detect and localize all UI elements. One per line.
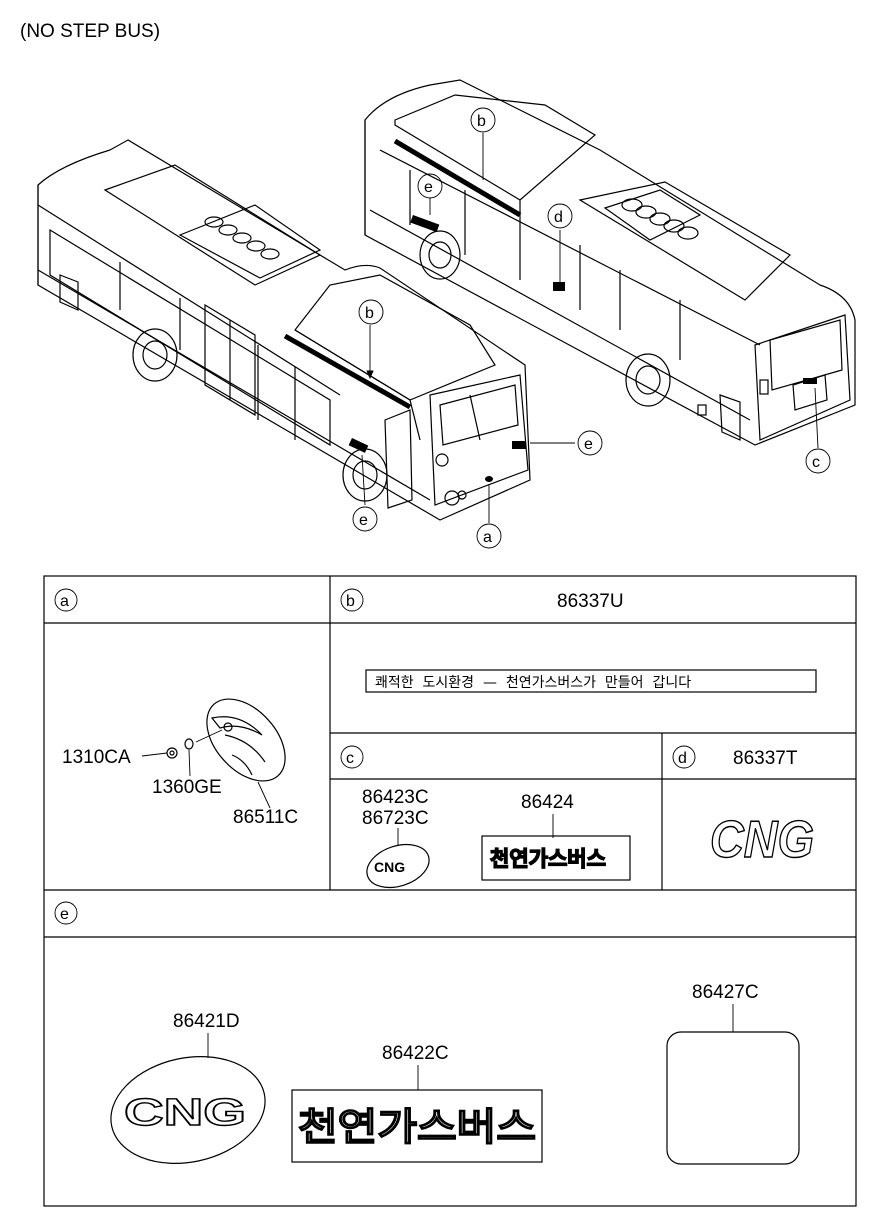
part-86337U-label: 86337U	[557, 591, 624, 612]
callout-e-bus-front-side: e	[352, 506, 378, 532]
svg-text:d: d	[678, 750, 687, 767]
part-86511C-label: 86511C	[233, 807, 298, 828]
svg-text:e: e	[60, 906, 69, 923]
callout-d-bus-rear: d	[547, 203, 573, 229]
part-86723C-label: 86723C	[362, 808, 429, 829]
section-b-key: b	[340, 588, 364, 612]
cng-emblem-large-text: CNG	[124, 1092, 246, 1134]
section-a-key: a	[54, 588, 78, 612]
cng-emblem-small-text: CNG	[374, 859, 405, 875]
svg-text:b: b	[477, 113, 486, 130]
diagram-title: (NO STEP BUS)	[20, 21, 160, 42]
section-d-key: d	[672, 745, 696, 769]
bus-rear-stripe	[393, 138, 522, 218]
washer-1360GE	[184, 738, 194, 750]
bus-rear-cng-decal	[553, 282, 565, 291]
part-1310CA-label: 1310CA	[62, 747, 131, 768]
bus-front-emblem	[485, 476, 493, 482]
callout-b-bus-front: b	[358, 299, 384, 325]
svg-text:e: e	[359, 512, 368, 529]
section-e-leaders	[207, 1004, 734, 1090]
cng-sticker-small-text: 천연가스버스	[490, 847, 606, 871]
cng-emblem-small	[366, 843, 430, 889]
svg-text:c: c	[812, 454, 820, 471]
cng-lettering: CNG	[710, 811, 814, 869]
section-a-leaders	[141, 729, 271, 809]
nut-1310CA	[166, 747, 178, 759]
callout-b-bus-rear: b	[470, 107, 496, 133]
bus-front-stripe	[283, 333, 412, 410]
slogan-sticker	[365, 669, 817, 693]
cng-sticker-small	[481, 835, 631, 881]
part-86421D-label: 86421D	[173, 1011, 240, 1032]
svg-text:d: d	[554, 209, 563, 226]
bus-front-side-decal	[348, 438, 369, 453]
blank-decal-86427C	[666, 1031, 800, 1165]
svg-text:b: b	[365, 305, 374, 322]
callout-a-bus-front: a	[476, 523, 502, 549]
svg-text:b: b	[346, 593, 355, 610]
part-86423C-label: 86423C	[362, 787, 429, 808]
slogan-sticker-text: 쾌적한 도시환경 — 천연가스버스가 만들어 갑니다	[375, 675, 691, 691]
part-86422C-label: 86422C	[382, 1043, 449, 1064]
bus-front-illustration	[37, 139, 531, 521]
svg-text:a: a	[60, 593, 69, 610]
svg-text:a: a	[483, 529, 492, 546]
bus-rear-leaders	[429, 133, 819, 449]
emblem-86511C-illustration	[206, 698, 286, 782]
bus-rear-illustration	[364, 79, 856, 446]
cng-sticker-large-text: 천연가스버스	[298, 1105, 536, 1149]
part-1360GE-label: 1360GE	[152, 777, 222, 798]
parts-table	[43, 575, 857, 1207]
bus-rear-emblem	[803, 378, 817, 384]
callout-c-bus-rear: c	[805, 448, 831, 474]
part-86424-label: 86424	[521, 792, 574, 813]
cng-emblem-large	[110, 1056, 266, 1164]
cng-sticker-large	[291, 1089, 543, 1163]
part-86337T-label: 86337T	[733, 748, 798, 769]
svg-text:e: e	[584, 436, 593, 453]
section-e-key: e	[54, 901, 78, 925]
callout-e-bus-front-face: e	[577, 430, 603, 456]
bus-rear-side-decal	[410, 215, 440, 233]
svg-text:e: e	[424, 179, 433, 196]
part-86427C-label: 86427C	[692, 982, 759, 1003]
bus-front-face-decal	[512, 441, 526, 449]
bus-front-leaders	[361, 325, 575, 523]
section-c-key: c	[340, 745, 364, 769]
svg-text:c: c	[346, 750, 354, 767]
callout-e-bus-rear: e	[417, 173, 443, 199]
